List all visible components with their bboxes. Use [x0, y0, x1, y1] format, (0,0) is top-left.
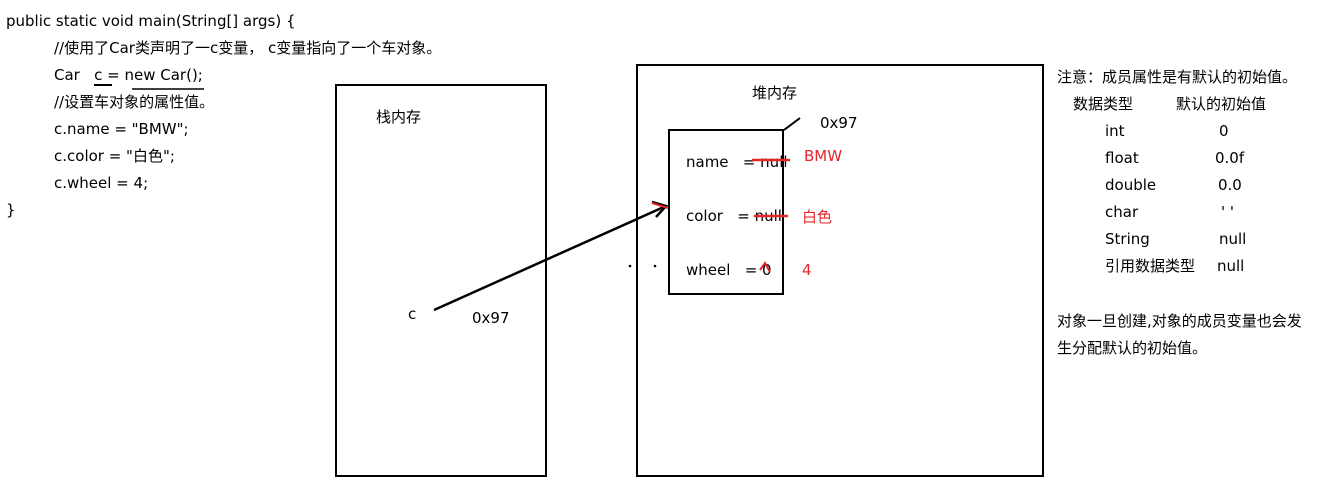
heap-memory-box — [636, 64, 1044, 477]
stack-variable-name: c — [408, 305, 417, 323]
code-line: c.name = "BMW"; — [54, 120, 189, 138]
notes-default: null — [1219, 230, 1247, 248]
notes-type: String — [1105, 230, 1150, 248]
address-leader-line — [783, 117, 801, 131]
code-line: } — [6, 201, 16, 219]
notes-default: 0 — [1219, 122, 1229, 140]
dot — [628, 264, 632, 268]
notes-default: null — [1217, 257, 1245, 275]
code-line: public static void main(String[] args) { — [6, 12, 296, 30]
code-line: c.wheel = 4; — [54, 174, 149, 192]
field-name: name = null — [686, 153, 788, 171]
heap-title: 堆内存 — [752, 84, 798, 102]
code-comment: //使用了Car类声明了一c变量， c变量指向了一个车对象。 — [54, 39, 442, 57]
notes-type: 引用数据类型 — [1105, 257, 1196, 275]
notes-footer: 生分配默认的初始值。 — [1057, 339, 1208, 357]
field-wheel-new-value: 4 — [802, 261, 812, 279]
notes-header-type: 数据类型 — [1073, 95, 1134, 113]
field-color-new-value: 白色 — [802, 208, 833, 226]
dot — [653, 264, 657, 268]
field-wheel: wheel = 0 — [686, 261, 772, 279]
reference-arrowhead — [651, 200, 669, 218]
notes-default: ' ' — [1221, 203, 1235, 221]
stack-memory-box — [335, 84, 547, 477]
notes-default: 0.0f — [1215, 149, 1245, 167]
notes-type: int — [1105, 122, 1125, 140]
object-address: 0x97 — [820, 114, 858, 132]
notes-type: double — [1105, 176, 1157, 194]
notes-default: 0.0 — [1218, 176, 1242, 194]
notes-title: 注意：成员属性是有默认的初始值。 — [1057, 68, 1298, 86]
stack-variable-value: 0x97 — [472, 309, 510, 327]
notes-header-default: 默认的初始值 — [1176, 95, 1267, 113]
car-object-box — [668, 129, 784, 295]
code-line: Car c = new Car(); — [54, 66, 203, 84]
arrow-red-mark — [651, 202, 669, 209]
reference-arrow — [433, 204, 667, 312]
code-comment: //设置车对象的属性值。 — [54, 93, 215, 111]
notes-footer: 对象一旦创建,对象的成员变量也会发 — [1057, 312, 1302, 330]
stack-title: 栈内存 — [376, 108, 422, 126]
notes-type: char — [1105, 203, 1139, 221]
field-name-new-value: BMW — [804, 147, 843, 165]
notes-type: float — [1105, 149, 1139, 167]
code-line: c.color = "白色"; — [54, 147, 175, 165]
strike-wheel-default — [759, 261, 771, 273]
